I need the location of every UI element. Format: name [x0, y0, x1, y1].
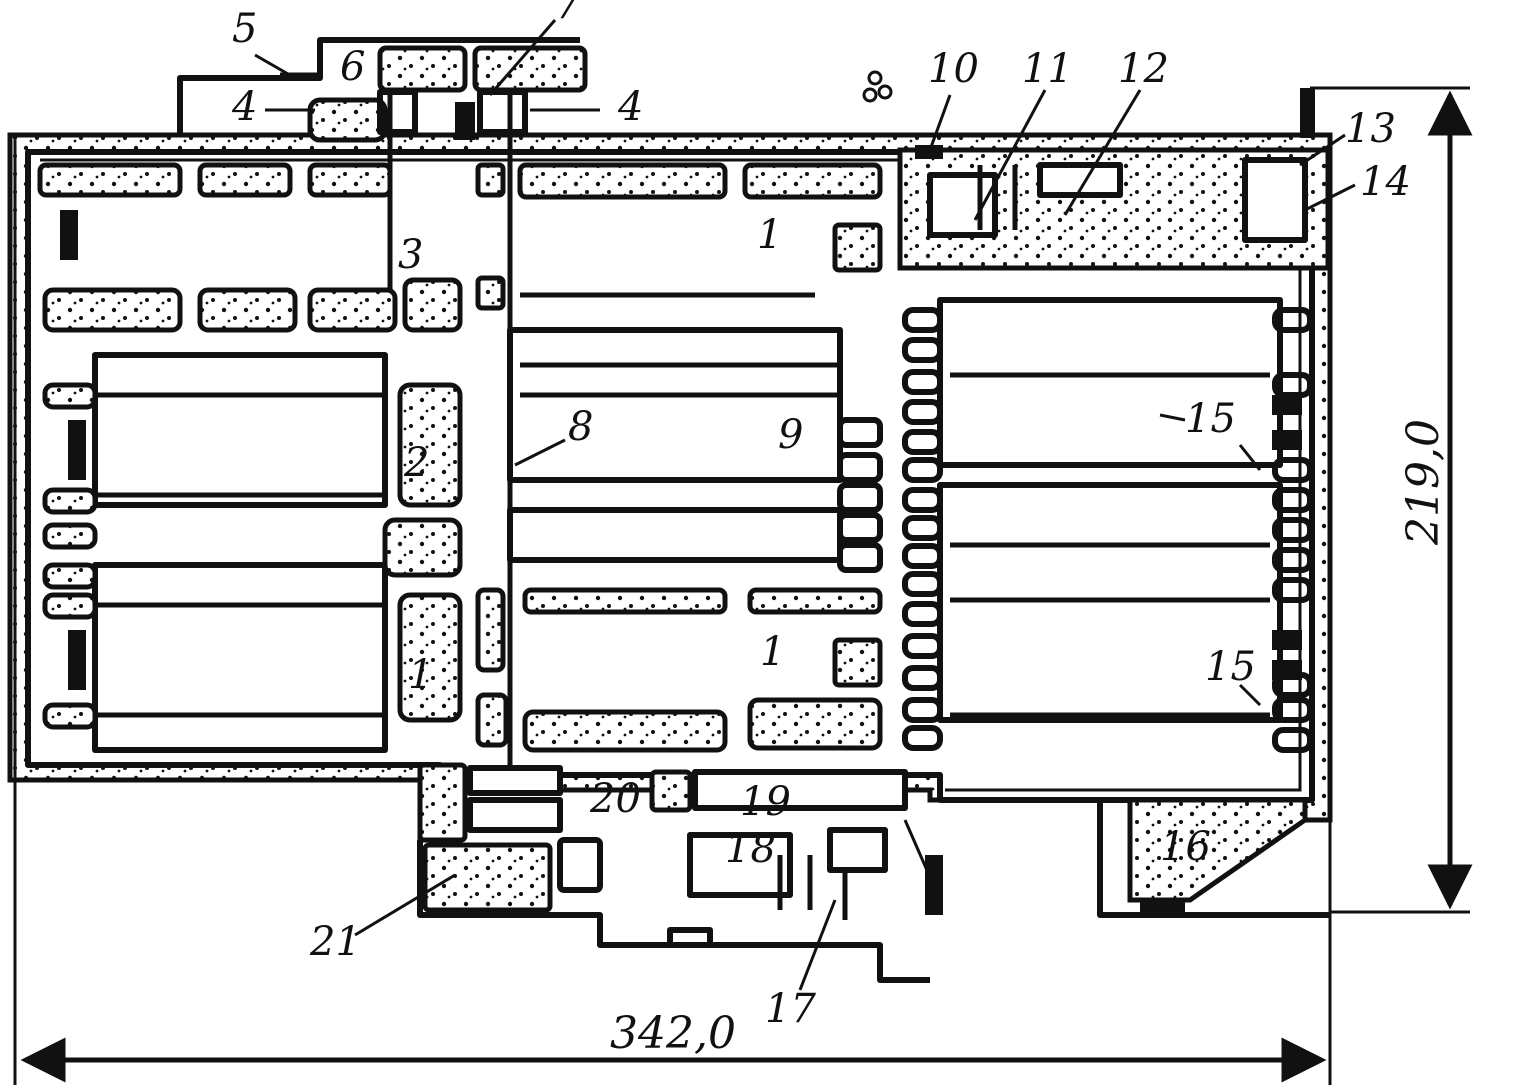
label-13: 13	[1345, 106, 1396, 152]
label-7: 7	[555, 0, 581, 28]
label-21: 21	[309, 919, 361, 965]
label-4-right: 4	[617, 84, 643, 130]
label-14: 14	[1360, 159, 1411, 205]
label-4-left: 4	[231, 84, 257, 130]
label-9: 9	[778, 412, 803, 458]
label-3: 3	[398, 232, 423, 278]
right-storage-blocks	[902, 297, 1313, 753]
right-end-pads	[1272, 307, 1313, 753]
left-storage-blocks	[37, 162, 463, 753]
label-19: 19	[740, 779, 791, 825]
label-16: 16	[1160, 824, 1211, 870]
label-8: 8	[568, 404, 593, 450]
label-6: 6	[340, 44, 365, 90]
entrance-block	[177, 37, 588, 143]
label-18: 18	[725, 826, 776, 872]
dimension-width: 342,0	[610, 1008, 736, 1059]
service-complex	[862, 70, 1331, 271]
callouts: 1 1 1 2 3 4 4 5 6 7 8 9 10 11 12 13 14 1…	[231, 0, 1411, 1032]
label-1-bottom: 1	[760, 629, 785, 675]
label-10: 10	[928, 46, 979, 92]
label-5: 5	[232, 6, 257, 52]
middle-storage-blocks	[475, 162, 883, 753]
label-15-lower: 15	[1205, 644, 1256, 690]
label-17: 17	[765, 986, 816, 1032]
label-11: 11	[1022, 46, 1073, 92]
label-20: 20	[589, 776, 641, 822]
dimension-lines	[13, 86, 1473, 1085]
bottom-service-area	[417, 762, 1330, 983]
label-2: 2	[403, 440, 429, 486]
label-1-top: 1	[757, 212, 782, 258]
dimension-height: 219,0	[1398, 419, 1449, 546]
label-15-upper: 15	[1185, 396, 1236, 442]
label-1-left: 1	[408, 652, 433, 698]
right-side-pads	[902, 307, 943, 751]
label-12: 12	[1118, 46, 1169, 92]
leader-lines	[254, 19, 1356, 991]
